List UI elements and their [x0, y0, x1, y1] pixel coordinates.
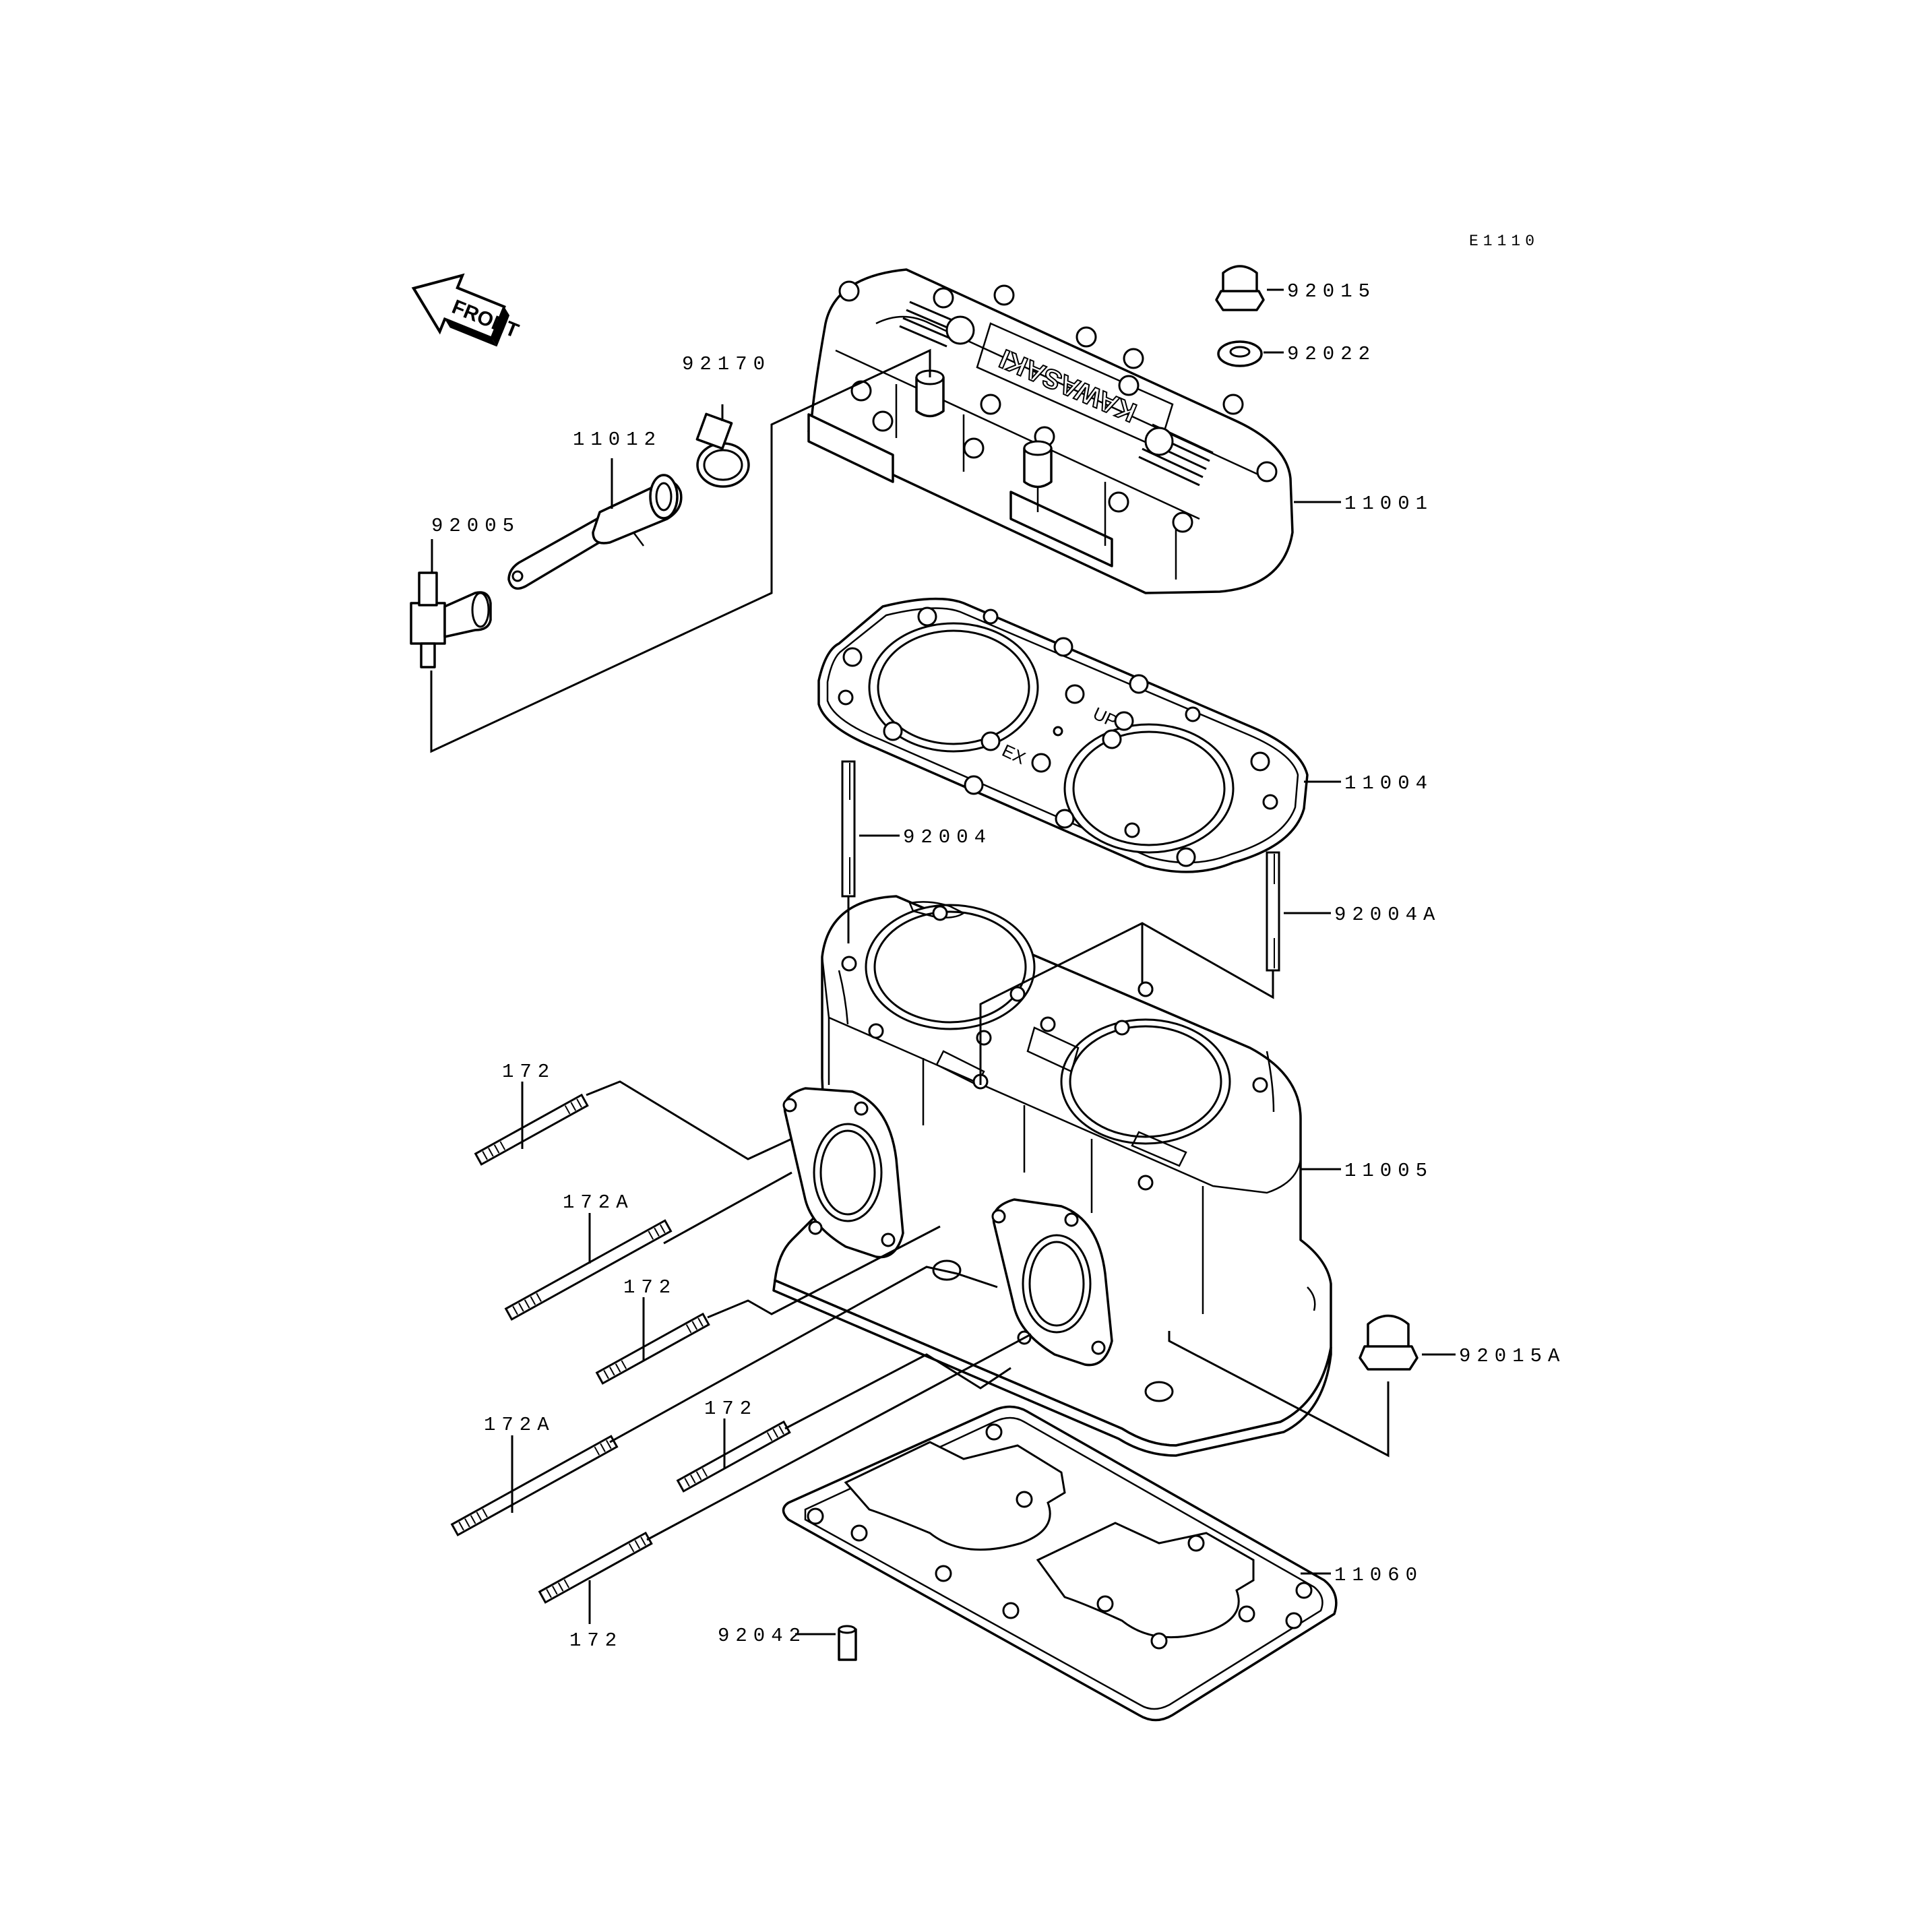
hose-clamp-92170 [695, 412, 750, 488]
label-92015A: 92015A [1459, 1345, 1565, 1367]
label-172-4: 172 [569, 1629, 623, 1652]
base-gasket-11060 [782, 1405, 1338, 1722]
leader-lines [430, 288, 1456, 1635]
cap-nut-92015A [1359, 1314, 1419, 1371]
label-92022: 92022 [1287, 343, 1376, 365]
head-gasket-11004: UP EX [817, 597, 1309, 873]
page-code: E1110 [1469, 232, 1539, 250]
label-172-3: 172 [704, 1398, 757, 1420]
dowel-pin-92042 [838, 1625, 857, 1661]
label-172-1: 172 [502, 1061, 555, 1083]
stud-172-d [538, 1531, 653, 1604]
label-92004A: 92004A [1334, 904, 1441, 926]
label-92015: 92015 [1287, 280, 1376, 303]
label-172A-1: 172A [563, 1191, 634, 1214]
label-92005: 92005 [431, 515, 520, 537]
stud-172A-b [450, 1435, 619, 1536]
washer-92022 [1217, 340, 1263, 367]
label-11004: 11004 [1344, 772, 1433, 794]
label-11001: 11001 [1344, 493, 1433, 515]
front-arrow-icon: FRONT [411, 273, 522, 347]
label-11060: 11060 [1334, 1564, 1423, 1586]
elbow-fitting-92005 [410, 571, 492, 668]
stud-92004A [1266, 851, 1280, 972]
stud-92004 [841, 760, 856, 898]
stud-172-c [676, 1420, 791, 1493]
label-172-2: 172 [623, 1276, 677, 1299]
part-labels: 92015 92022 92170 11012 92005 11001 1100… [431, 280, 1565, 1652]
stud-172-b [595, 1312, 710, 1385]
cap-nut-92015 [1215, 265, 1265, 311]
label-92170: 92170 [682, 353, 771, 375]
label-11012: 11012 [573, 429, 662, 451]
label-11005: 11005 [1344, 1160, 1433, 1182]
fitting-11012 [507, 474, 683, 590]
stud-172A-a [504, 1219, 673, 1321]
cylinder-block-11005 [772, 895, 1332, 1457]
cylinder-head-cover-11001: KAWASAKI [807, 268, 1294, 594]
stud-172-a [474, 1093, 589, 1166]
label-92042: 92042 [718, 1625, 807, 1647]
label-172A-2: 172A [484, 1414, 555, 1436]
label-92004: 92004 [903, 826, 992, 848]
